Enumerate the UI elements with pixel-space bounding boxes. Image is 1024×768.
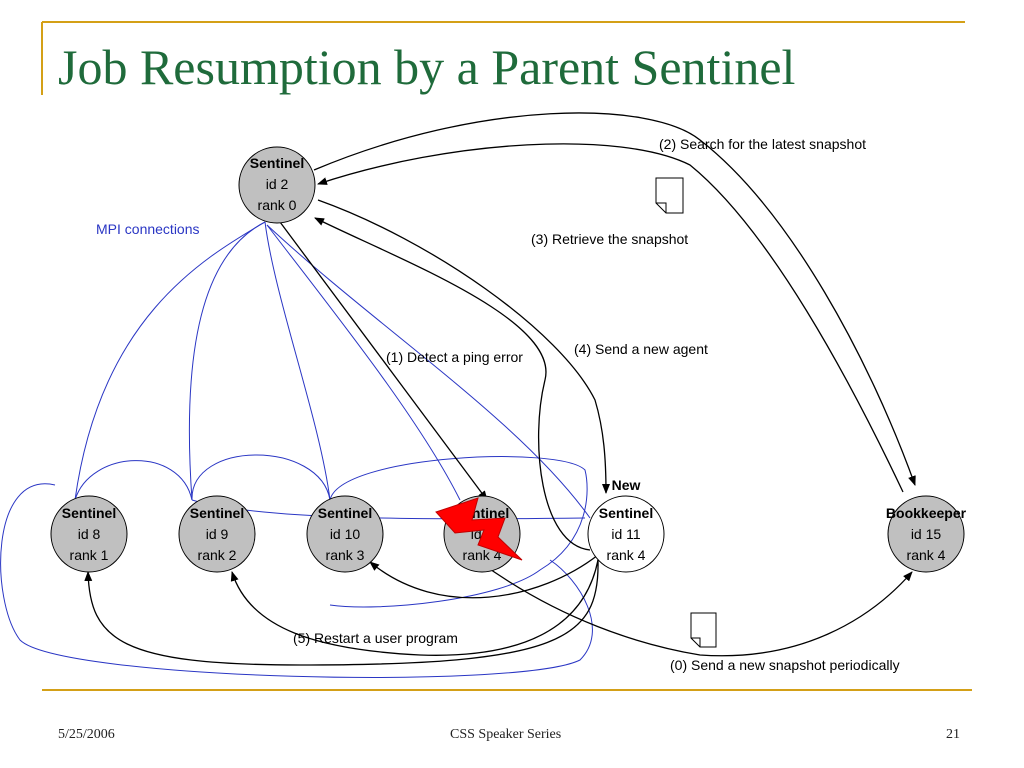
label-step3: (3) Retrieve the snapshot: [531, 231, 688, 247]
footer-page-number: 21: [946, 727, 960, 742]
arrow-step3: [317, 143, 904, 493]
lightning-bolt-icon: [435, 497, 523, 561]
node-sentinel-id10: Sentinel id 10 rank 3: [306, 495, 384, 573]
arrow-step1: [279, 221, 488, 501]
arrow-restart-rank1: [84, 559, 599, 666]
footer-title: CSS Speaker Series: [450, 727, 562, 742]
label-step2: (2) Search for the latest snapshot: [659, 136, 866, 152]
label-step0: (0) Send a new snapshot periodically: [670, 657, 900, 673]
arrow-restart-rank3: [369, 554, 599, 599]
node-rank: rank 4: [907, 547, 946, 563]
node-bookkeeper-id15: Bookkeeper id 15 rank 4: [886, 495, 967, 573]
slide-title: Job Resumption by a Parent Sentinel: [58, 39, 796, 95]
node-name: Sentinel: [318, 505, 372, 521]
node-rank: rank 0: [258, 197, 297, 213]
node-new-sentinel-id11: New Sentinel id 11 rank 4: [587, 477, 665, 573]
node-sentinel-id2: Sentinel id 2 rank 0: [238, 146, 316, 224]
arrow-step4: [317, 199, 610, 494]
node-sentinel-id8: Sentinel id 8 rank 1: [50, 495, 128, 573]
node-rank: rank 3: [326, 547, 365, 563]
node-name: Sentinel: [190, 505, 244, 521]
node-id: id 9: [206, 526, 229, 542]
label-step4: (4) Send a new agent: [574, 341, 708, 357]
node-id: id 15: [911, 526, 942, 542]
arrow-step0: [479, 561, 913, 657]
node-rank: rank 1: [70, 547, 109, 563]
node-rank: rank 2: [198, 547, 237, 563]
node-rank: rank 4: [463, 547, 502, 563]
label-step1: (1) Detect a ping error: [386, 349, 523, 365]
label-step5: (5) Restart a user program: [293, 630, 458, 646]
node-id: id 8: [78, 526, 101, 542]
node-name: Sentinel: [62, 505, 116, 521]
node-name: Sentinel: [250, 155, 304, 171]
node-rank: rank 4: [607, 547, 646, 563]
arrow-from-new-to-sentinel2: [314, 217, 591, 551]
mpi-connections: [0, 221, 593, 678]
arrow-restart-rank2: [230, 559, 599, 656]
node-sentinel-id9: Sentinel id 9 rank 2: [178, 495, 256, 573]
node-name: Sentinel: [599, 505, 653, 521]
node-new-tag: New: [612, 477, 641, 493]
arrow-step2: [313, 112, 916, 486]
label-mpi-connections: MPI connections: [96, 221, 200, 237]
footer-date: 5/25/2006: [58, 727, 115, 742]
node-name: Bookkeeper: [886, 505, 967, 521]
node-id: id 11: [611, 526, 641, 542]
node-id: id 10: [330, 526, 361, 542]
snapshot-document-icon: [690, 612, 717, 648]
snapshot-document-icon: [655, 177, 684, 214]
arrows: [84, 112, 916, 666]
node-id: id 2: [266, 176, 289, 192]
